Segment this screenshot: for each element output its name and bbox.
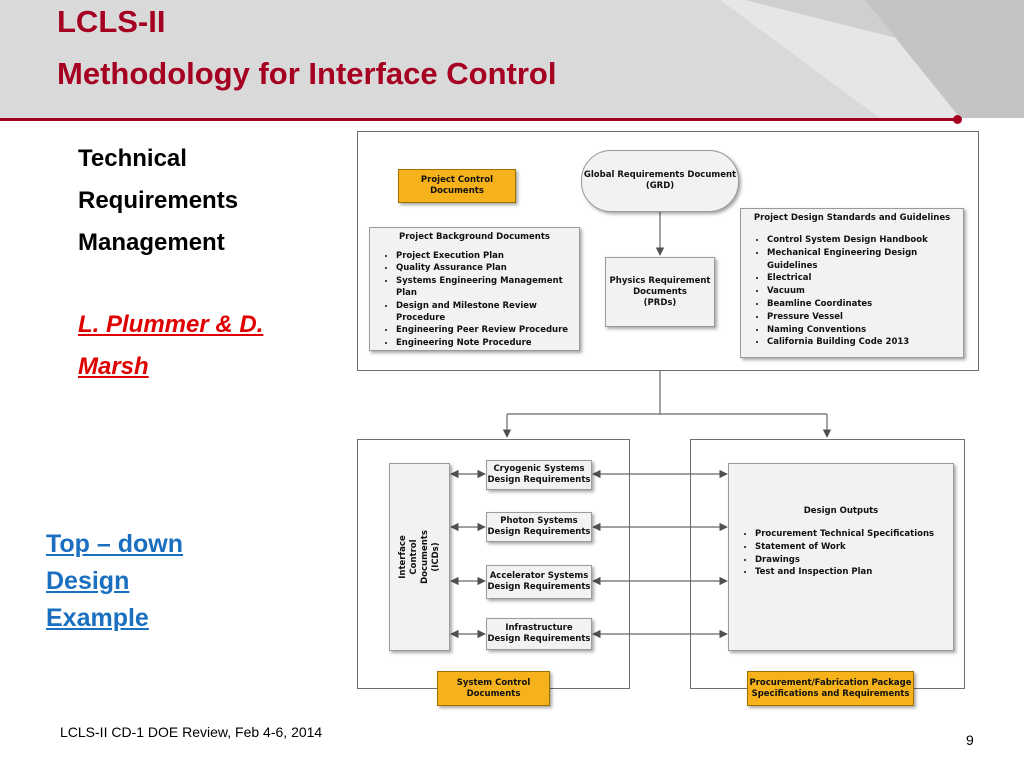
example-link-line1[interactable]: Top – down [46, 530, 184, 558]
background-item: Quality Assurance Plan [396, 262, 579, 274]
example-link-line3[interactable]: Example [46, 604, 149, 632]
interface-control-documents-box: Interface Control Documents (ICDs) [389, 463, 450, 651]
infrastructure-requirements-box: Infrastructure Design Requirements [486, 618, 592, 650]
project-control-documents-box: Project Control Documents [398, 169, 516, 203]
photon-requirements-box: Photon Systems Design Requirements [486, 512, 592, 542]
design-outputs-title: Design Outputs [803, 506, 879, 516]
authors-line2: Marsh [78, 353, 149, 380]
background-item: Systems Engineering Management Plan [396, 275, 579, 300]
left-text-line2: Requirements [78, 187, 239, 214]
title-rule [0, 118, 958, 121]
header-background [0, 0, 1024, 118]
authors-line1: L. Plummer & D. [78, 311, 264, 338]
design-output-item: Test and Inspection Plan [755, 566, 953, 579]
standards-item: Electrical [767, 272, 963, 285]
standards-item: Beamline Coordinates [767, 298, 963, 311]
left-text-line3: Management [78, 229, 225, 256]
standards-title: Project Design Standards and Guidelines [753, 213, 951, 223]
slide-title-line2: Methodology for Interface Control [57, 56, 557, 91]
background-item: Engineering Peer Review Procedure [396, 324, 579, 336]
standards-item: Mechanical Engineering Design Guidelines [767, 247, 963, 273]
icd-label: Interface Control Documents (ICDs) [397, 530, 441, 584]
slide-title-line1: LCLS-II [57, 4, 166, 39]
accelerator-requirements-box: Accelerator Systems Design Requirements [486, 565, 592, 599]
example-link-line2[interactable]: Design [46, 567, 130, 595]
standards-item: Vacuum [767, 285, 963, 298]
header-decoration [720, 0, 1024, 118]
system-control-documents-box: System Control Documents [437, 671, 550, 706]
standards-item: California Building Code 2013 [767, 336, 963, 349]
background-item: Project Execution Plan [396, 250, 579, 262]
procurement-package-box: Procurement/Fabrication Package Specific… [747, 671, 914, 706]
design-output-item: Statement of Work [755, 541, 953, 554]
title-rule-dot [953, 115, 962, 124]
background-title: Project Background Documents [399, 232, 550, 242]
cryogenic-requirements-box: Cryogenic Systems Design Requirements [486, 460, 592, 490]
standards-item: Control System Design Handbook [767, 234, 963, 247]
page-number: 9 [966, 732, 974, 748]
background-item: Engineering Note Procedure [396, 337, 579, 349]
project-background-documents-box: Project Background Documents Project Exe… [369, 227, 580, 351]
design-outputs-box: Design Outputs Procurement Technical Spe… [728, 463, 954, 651]
project-design-standards-box: Project Design Standards and Guidelines … [740, 208, 964, 358]
design-output-item: Drawings [755, 554, 953, 567]
background-item: Design and Milestone Review Procedure [396, 300, 579, 325]
standards-item: Naming Conventions [767, 324, 963, 337]
footer-text: LCLS-II CD-1 DOE Review, Feb 4-6, 2014 [60, 724, 323, 740]
global-requirements-document-box: Global Requirements Document (GRD) [581, 150, 739, 212]
physics-requirement-documents-box: Physics Requirement Documents (PRDs) [605, 257, 715, 327]
left-text-line1: Technical [78, 145, 187, 172]
design-output-item: Procurement Technical Specifications [755, 528, 953, 541]
standards-item: Pressure Vessel [767, 311, 963, 324]
